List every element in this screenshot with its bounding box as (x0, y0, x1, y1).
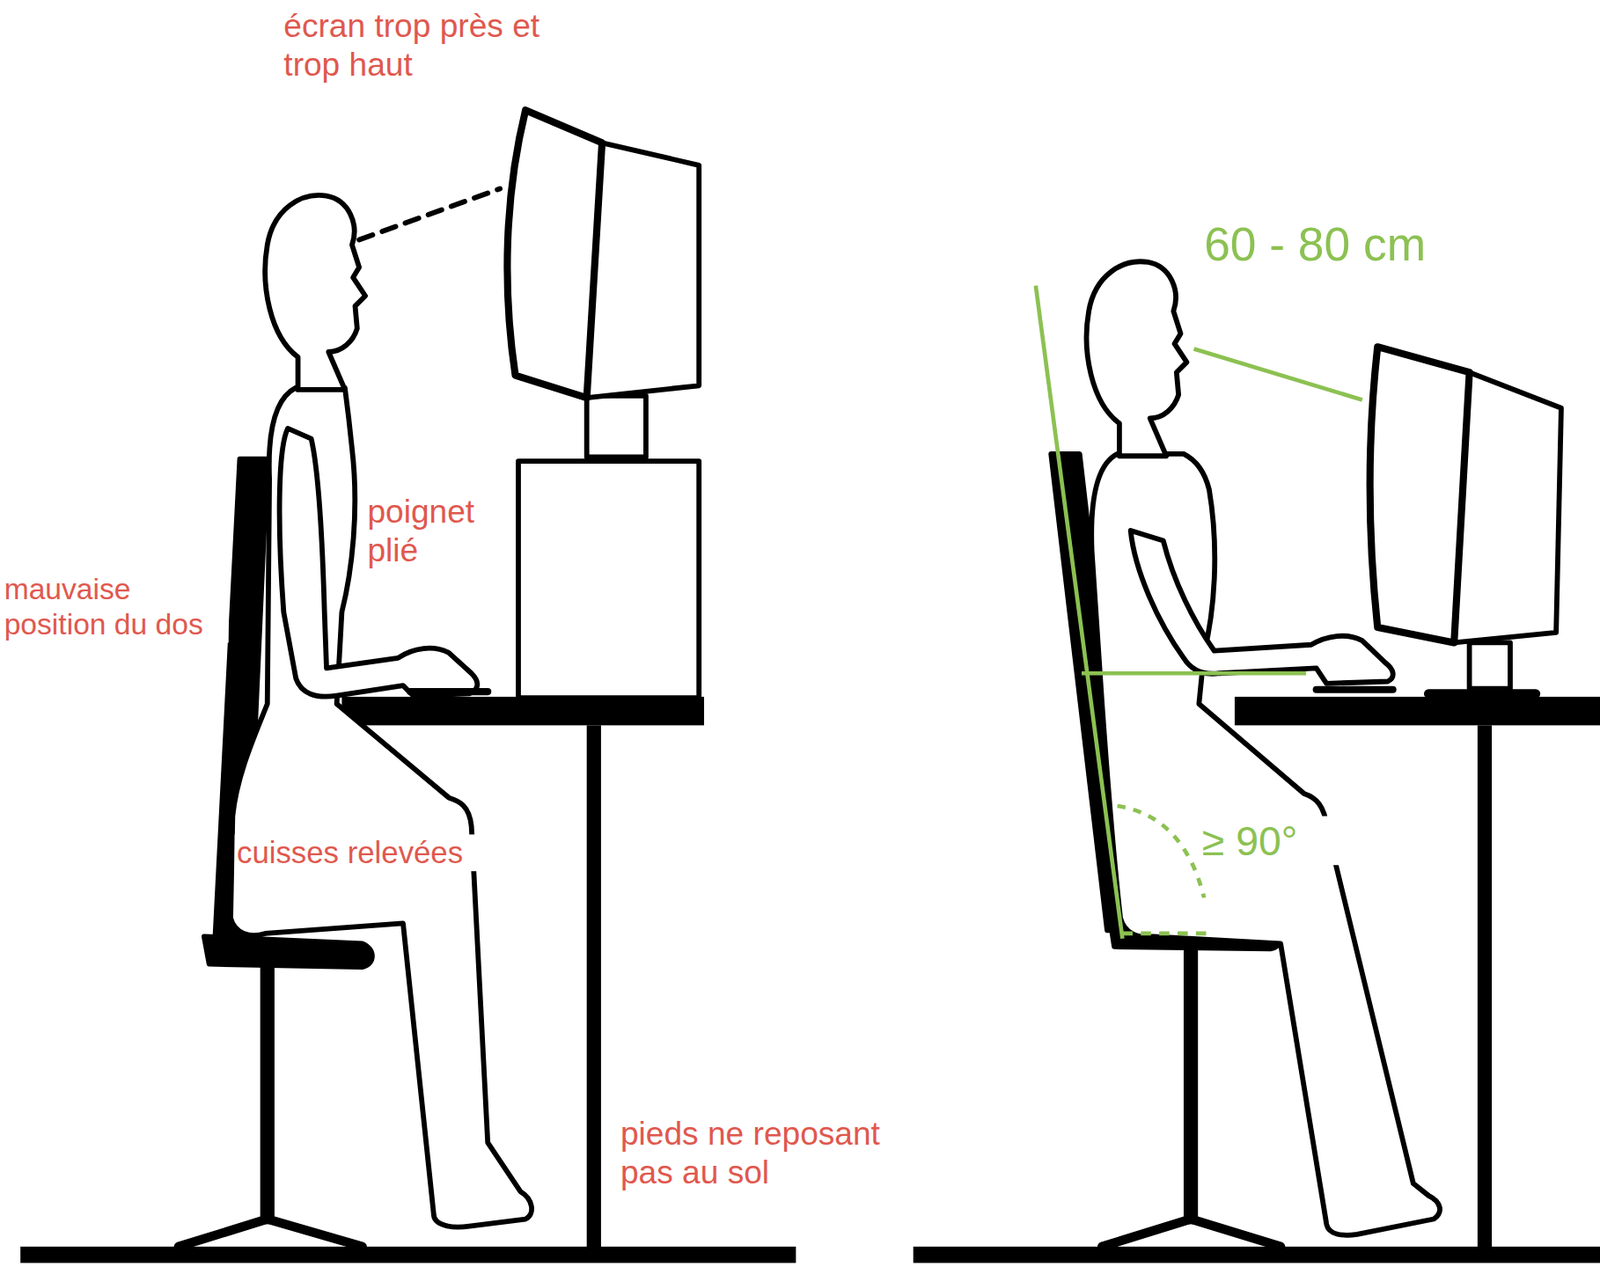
angle-label: ≥ 90° (1200, 816, 1344, 867)
problem-note: cuisses relevées (234, 834, 480, 872)
problem-note: poignet plié (365, 491, 499, 571)
problem-note: pieds ne reposant pas au sol (618, 1114, 915, 1193)
problem-note: écran trop près et trop haut (281, 6, 547, 85)
problem-note: mauvaise position du dos (1, 571, 228, 643)
dimension-label: 60 - 80 cm (1202, 216, 1468, 273)
